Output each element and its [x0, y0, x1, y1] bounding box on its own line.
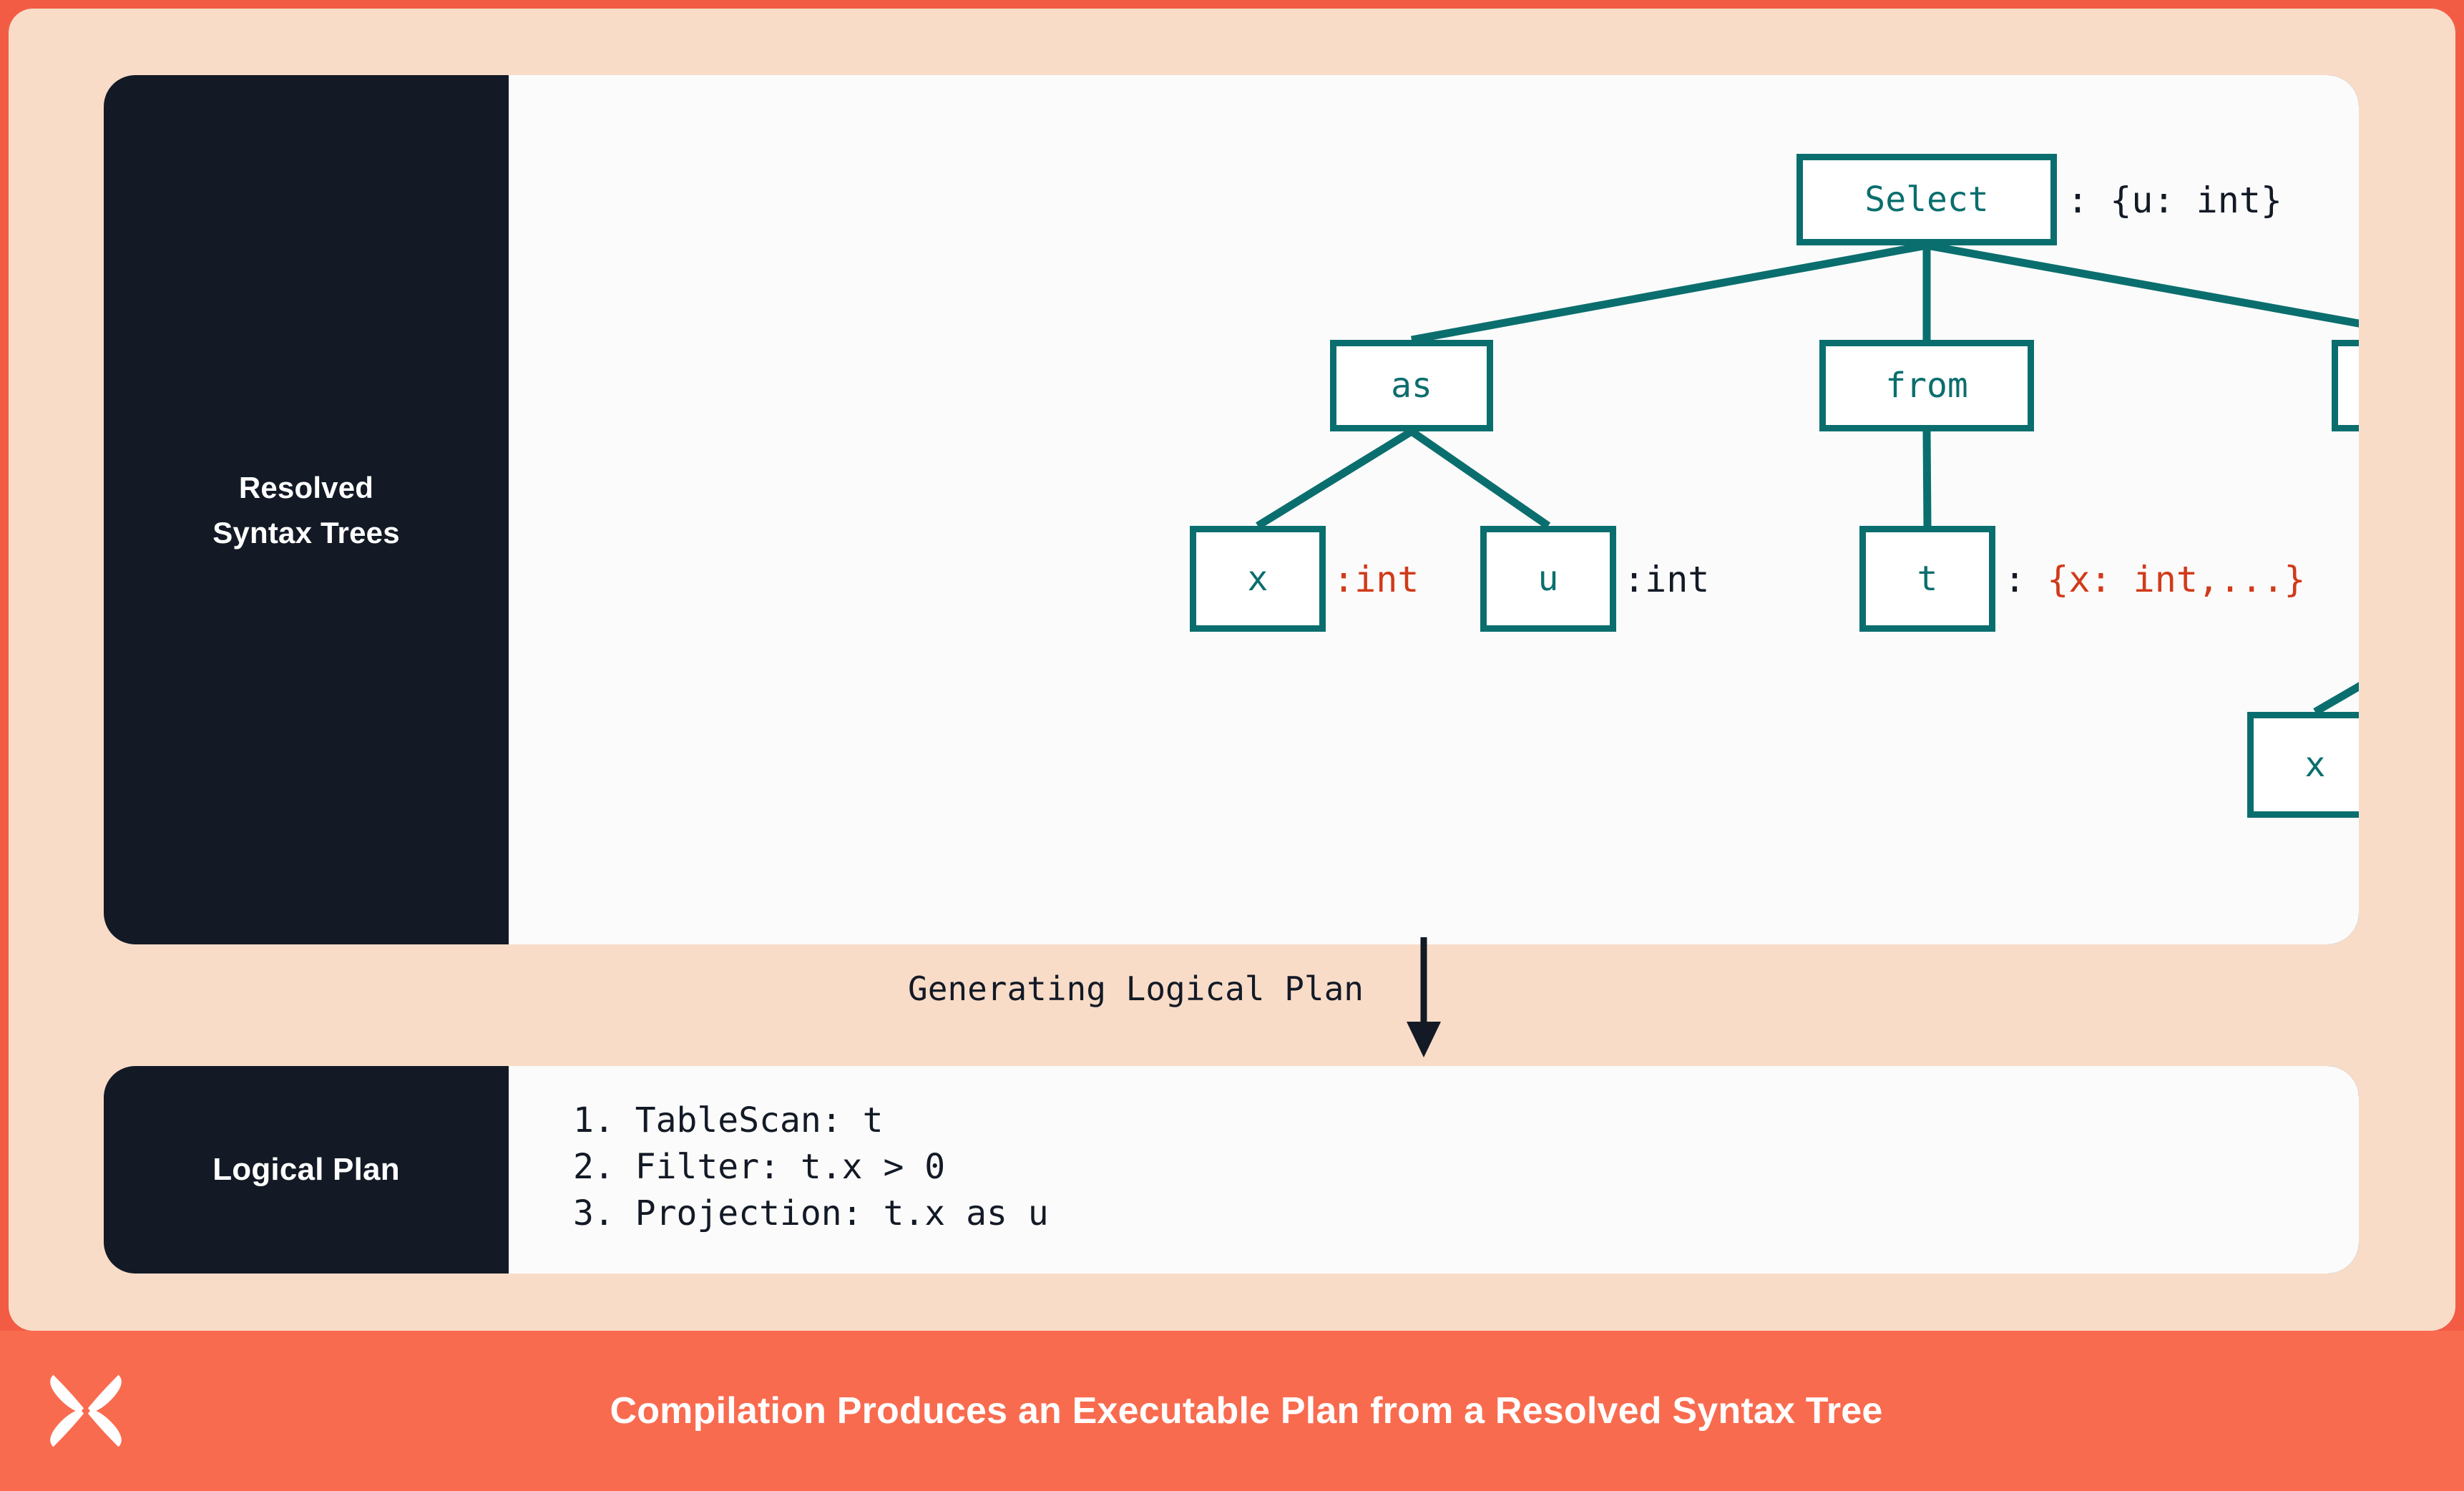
- logical-plan-card-label: Logical Plan: [212, 1152, 400, 1187]
- syntax-tree-canvas: Select : {u: int} as from where x :int u :int t : …: [509, 75, 2359, 944]
- tree-node-label: as: [1391, 366, 1432, 406]
- rst-label-line-1: Resolved: [238, 470, 374, 504]
- tree-edge-gt-to-gt-x: [2313, 682, 2359, 715]
- logical-plan-step-1: 1. TableScan: t: [573, 1100, 884, 1140]
- generating-logical-plan-label: Generating Logical Plan: [908, 969, 1364, 1008]
- type-annotation-from-t: : {x: int,...}: [2004, 559, 2306, 600]
- tree-node-label: t: [1917, 559, 1938, 599]
- tree-node-where: where: [2332, 340, 2359, 431]
- tree-node-label: u: [1537, 559, 1559, 599]
- tree-node-as-u: u: [1480, 526, 1616, 632]
- tree-node-as-x: x: [1190, 526, 1326, 632]
- tree-edge-as-to-as-x: [1256, 428, 1414, 529]
- tree-edges-svg: [1256, 241, 2359, 715]
- logical-plan-body: 1. TableScan: t 2. Filter: t.x > 0 3. Proj…: [509, 1066, 2359, 1274]
- tree-node-from-t: t: [1859, 526, 1995, 632]
- tree-node-as: as: [1330, 340, 1493, 431]
- resolved-syntax-trees-card: Resolved Syntax Trees Select : {u: int} as…: [104, 75, 2359, 944]
- tree-node-from: from: [1819, 340, 2034, 431]
- tree-node-gt-x: x: [2247, 712, 2359, 818]
- butterfly-x-logo-icon: [50, 1374, 122, 1447]
- logical-plan-step-3: 3. Projection: t.x as u: [573, 1193, 1049, 1233]
- tree-node-select: Select: [1796, 154, 2057, 245]
- rst-card-label: Resolved Syntax Trees: [104, 75, 509, 944]
- tree-node-label: from: [1885, 366, 1968, 406]
- tree-edge-select-to-where: [1926, 241, 2359, 328]
- tree-node-label: Select: [1864, 180, 1989, 220]
- logical-plan-step-2: 2. Filter: t.x > 0: [573, 1146, 946, 1187]
- tree-edge-select-to-as: [1411, 241, 1927, 344]
- tree-node-label: x: [1247, 559, 1268, 599]
- footer-caption: Compilation Produces an Executable Plan …: [610, 1390, 1883, 1432]
- logical-plan-card: Logical Plan 1. TableScan: t 2. Filter: t…: [104, 1066, 2359, 1274]
- logical-plan-step-list: 1. TableScan: t 2. Filter: t.x > 0 3. Proj…: [509, 1066, 2359, 1236]
- type-annotation-as-x: :int: [1333, 559, 1419, 600]
- footer-banner: Compilation Produces an Executable Plan …: [0, 1331, 2464, 1491]
- type-annotation-as-u: :int: [1623, 559, 1710, 600]
- tree-node-label: x: [2304, 745, 2326, 785]
- rst-label-line-2: Syntax Trees: [212, 515, 400, 549]
- down-arrow-icon: [1407, 937, 1441, 1057]
- tree-edge-as-to-as-u: [1409, 428, 1551, 529]
- type-annotation-select: : {u: int}: [2067, 180, 2283, 221]
